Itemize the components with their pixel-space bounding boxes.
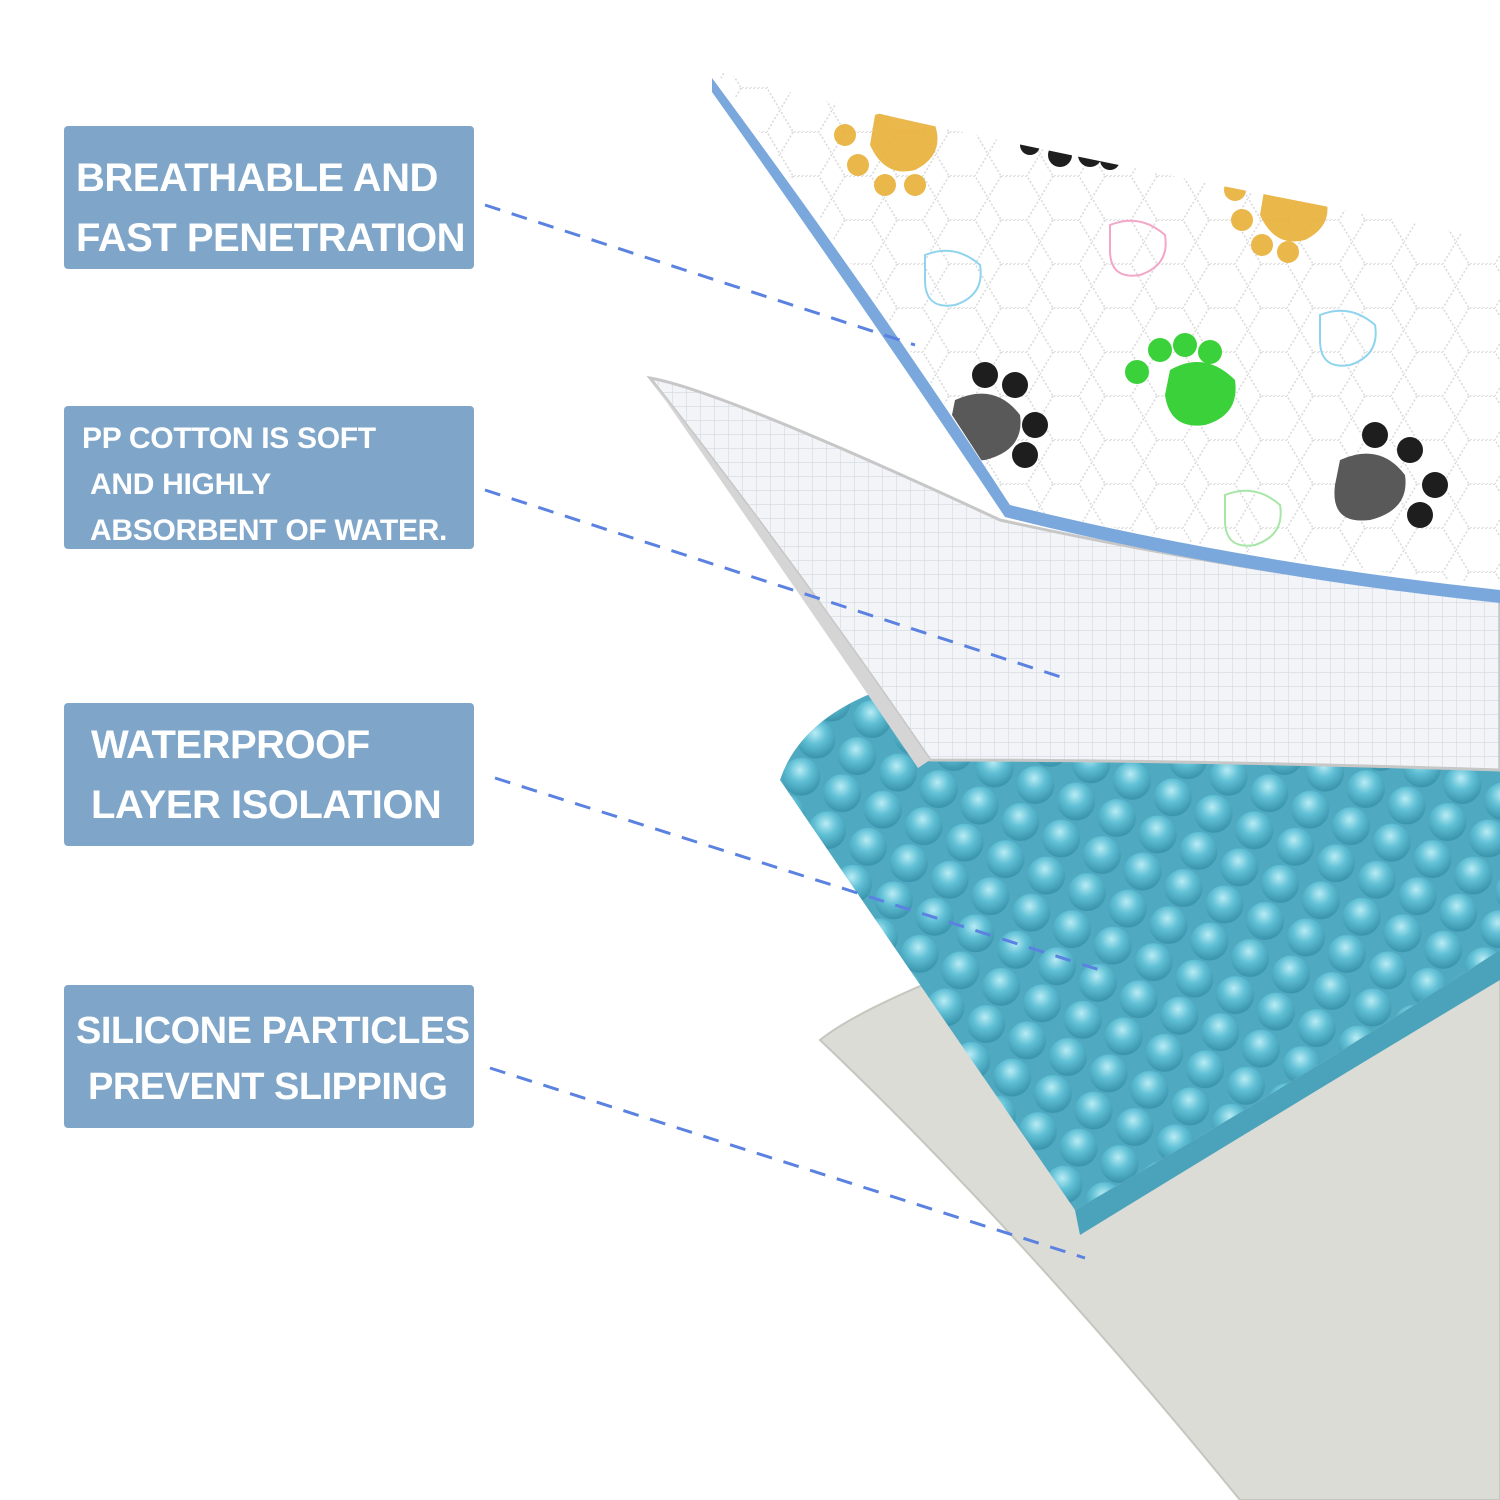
- silicone-layer: [780, 690, 1500, 1210]
- label-line: BREATHABLE AND: [76, 156, 438, 200]
- paw-print-icon: [1334, 422, 1448, 528]
- paw-print-icon: [924, 219, 1377, 547]
- label-line: WATERPROOF: [91, 723, 370, 767]
- label-waterproof: WATERPROOF LAYER ISOLATION: [64, 703, 474, 846]
- label-pp-cotton: PP COTTON IS SOFT AND HIGHLY ABSORBENT O…: [64, 406, 474, 549]
- label-line: PREVENT SLIPPING: [88, 1066, 448, 1108]
- label-line: ABSORBENT OF WATER.: [90, 514, 448, 547]
- leader-line-waterproof: [494, 776, 1101, 972]
- label-line: SILICONE PARTICLES: [76, 1010, 470, 1052]
- label-line: FAST PENETRATION: [76, 216, 466, 260]
- label-line: PP COTTON IS SOFT: [82, 422, 376, 455]
- label-breathable: BREATHABLE AND FAST PENETRATION: [64, 126, 474, 269]
- paw-print-icon: [834, 110, 938, 196]
- label-silicone: SILICONE PARTICLES PREVENT SLIPPING: [64, 985, 474, 1128]
- label-line: LAYER ISOLATION: [91, 783, 442, 827]
- silicone-layer-edge: [1075, 950, 1500, 1235]
- leader-lines: [484, 203, 1101, 1260]
- leader-line-breathable: [484, 203, 916, 347]
- paw-print-icon: [1125, 333, 1236, 426]
- leader-line-cotton: [484, 488, 1071, 682]
- label-line: AND HIGHLY: [90, 468, 271, 501]
- leader-line-silicone: [489, 1066, 1086, 1260]
- cotton-layer-edge: [650, 378, 930, 768]
